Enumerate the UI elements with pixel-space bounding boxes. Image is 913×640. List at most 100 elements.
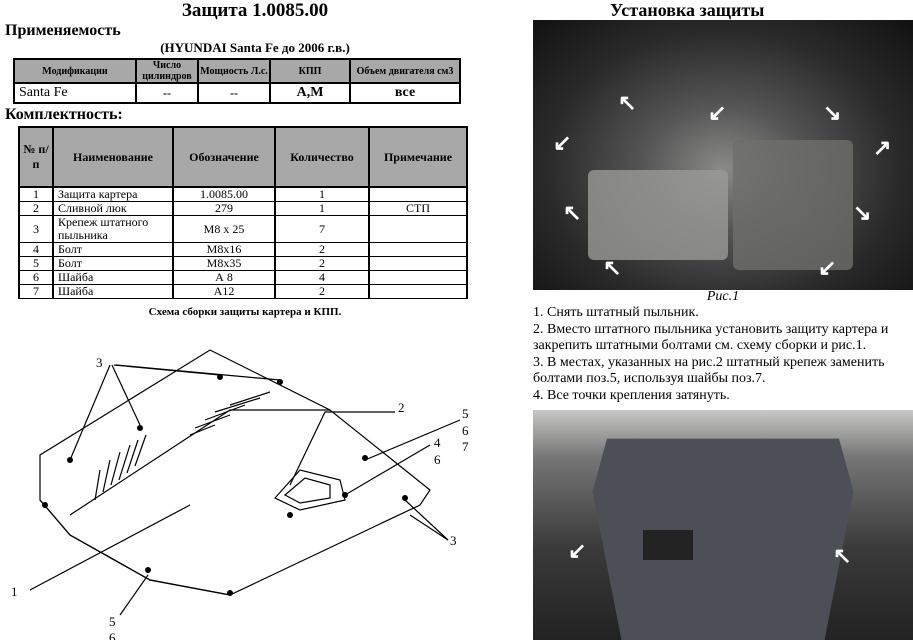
cell: Шайба <box>52 270 174 285</box>
bolts <box>42 374 408 596</box>
header-cell: Количество <box>274 126 370 188</box>
cell: Защита картера <box>52 186 174 202</box>
cell: 7 <box>274 215 370 243</box>
cell: А 8 <box>172 270 276 285</box>
table-row: Santa Fe -- -- А,М все <box>13 82 461 104</box>
figure-2-photo: ↙ ↖ <box>533 410 913 640</box>
header-cell: Число цилиндров <box>135 58 199 84</box>
cell: 1 <box>274 201 370 216</box>
header-cell: Примечание <box>368 126 468 188</box>
cell: Крепеж штатного пыльника <box>52 215 174 243</box>
step-2: 2. Вместо штатного пыльника установить з… <box>533 321 889 354</box>
installation-title: Установка защиты <box>610 0 765 20</box>
cell: 1.0085.00 <box>172 186 276 202</box>
cell: 3 <box>18 215 54 243</box>
arrow-icon: ↘ <box>823 100 842 125</box>
cell <box>368 256 468 271</box>
label-6b: 6 <box>434 452 441 467</box>
label-7: 7 <box>462 439 469 454</box>
cell: М8х16 <box>172 242 276 257</box>
applicability-table: Модификации Число цилиндров Мощность Л.с… <box>13 58 461 104</box>
label-3: 3 <box>96 355 103 370</box>
header-cell: Модификации <box>13 58 137 84</box>
kit-heading: Комплектность: <box>5 106 123 123</box>
cell: А,М <box>269 82 351 104</box>
vehicle-subtitle: (HYUNDAI Santa Fe до 2006 г.в.) <box>160 40 350 55</box>
cell: 2 <box>274 284 370 299</box>
header-cell: КПП <box>269 58 351 84</box>
label-2: 2 <box>398 400 405 415</box>
header-cell: Обозначение <box>172 126 276 188</box>
arrow-icon: ↙ <box>553 130 572 155</box>
label-6: 6 <box>462 423 469 438</box>
label-6c: 6 <box>109 630 116 640</box>
cell: М8 х 25 <box>172 215 276 243</box>
header-cell: Мощность Л.с. <box>197 58 271 84</box>
label-4: 4 <box>434 435 441 450</box>
cell <box>368 215 468 243</box>
cell: 1 <box>274 186 370 202</box>
cell: М8х35 <box>172 256 276 271</box>
installation-steps: 1. Снять штатный пыльник. 2. Вместо штат… <box>533 305 913 404</box>
cell: Болт <box>52 256 174 271</box>
diagram-caption: Схема сборки защиты картера и КПП. <box>148 306 342 318</box>
step-3: 3. В местах, указанных на рис.2 штатный … <box>533 354 885 387</box>
cell: все <box>349 82 461 104</box>
arrow-icon: ↖ <box>603 255 622 280</box>
cell: 7 <box>18 284 54 299</box>
cell <box>368 284 468 299</box>
arrow-icon: ↘ <box>853 200 872 225</box>
cell: -- <box>135 82 199 104</box>
arrow-icon: ↙ <box>568 538 587 563</box>
arrow-icon: ↙ <box>818 255 837 280</box>
cell: А12 <box>172 284 276 299</box>
arrow-icon: ↖ <box>833 543 852 568</box>
cell <box>368 270 468 285</box>
step-4: 4. Все точки крепления затянуть. <box>533 387 730 403</box>
cell: 279 <box>172 201 276 216</box>
skid-plate-outline <box>39 349 431 596</box>
label-5: 5 <box>462 406 469 421</box>
applicability-heading: Применяемость <box>5 22 121 39</box>
cell: -- <box>197 82 271 104</box>
cell <box>368 186 468 202</box>
cell: 5 <box>18 256 54 271</box>
cell: 1 <box>18 186 54 202</box>
cell: Santa Fe <box>13 82 137 104</box>
header-cell: № п/п <box>18 126 54 188</box>
cell: 4 <box>18 242 54 257</box>
header-cell: Наименование <box>52 126 174 188</box>
cell: СТП <box>368 201 468 216</box>
cell: Болт <box>52 242 174 257</box>
arrow-icon: ↗ <box>873 135 892 160</box>
label-5b: 5 <box>109 614 116 629</box>
cell: 2 <box>18 201 54 216</box>
arrow-icon: ↖ <box>618 90 637 115</box>
cell: 6 <box>18 270 54 285</box>
step-1: 1. Снять штатный пыльник. <box>533 305 699 320</box>
page-title: Защита 1.0085.00 <box>181 0 329 21</box>
figure-1-photo: ↖ ↙ ↘ ↙ ↗ ↖ ↘ ↖ ↙ <box>533 20 913 290</box>
label-1: 1 <box>11 584 18 599</box>
header-cell: Объем двигателя см3 <box>349 58 461 84</box>
kit-table: № п/п Наименование Обозначение Количеств… <box>18 126 468 299</box>
arrow-icon: ↖ <box>563 200 582 225</box>
cell: 2 <box>274 256 370 271</box>
cell: 2 <box>274 242 370 257</box>
arrow-icon: ↙ <box>708 100 727 125</box>
cell <box>368 242 468 257</box>
cell: Сливной люк <box>52 201 174 216</box>
cell: 4 <box>274 270 370 285</box>
label-3b: 3 <box>450 533 457 548</box>
vent-slots <box>94 391 271 501</box>
cell: Шайба <box>52 284 174 299</box>
figure-1-caption: Рис.1 <box>706 289 740 304</box>
assembly-diagram: 3 2 5 6 7 4 6 3 1 5 6 <box>11 349 469 640</box>
